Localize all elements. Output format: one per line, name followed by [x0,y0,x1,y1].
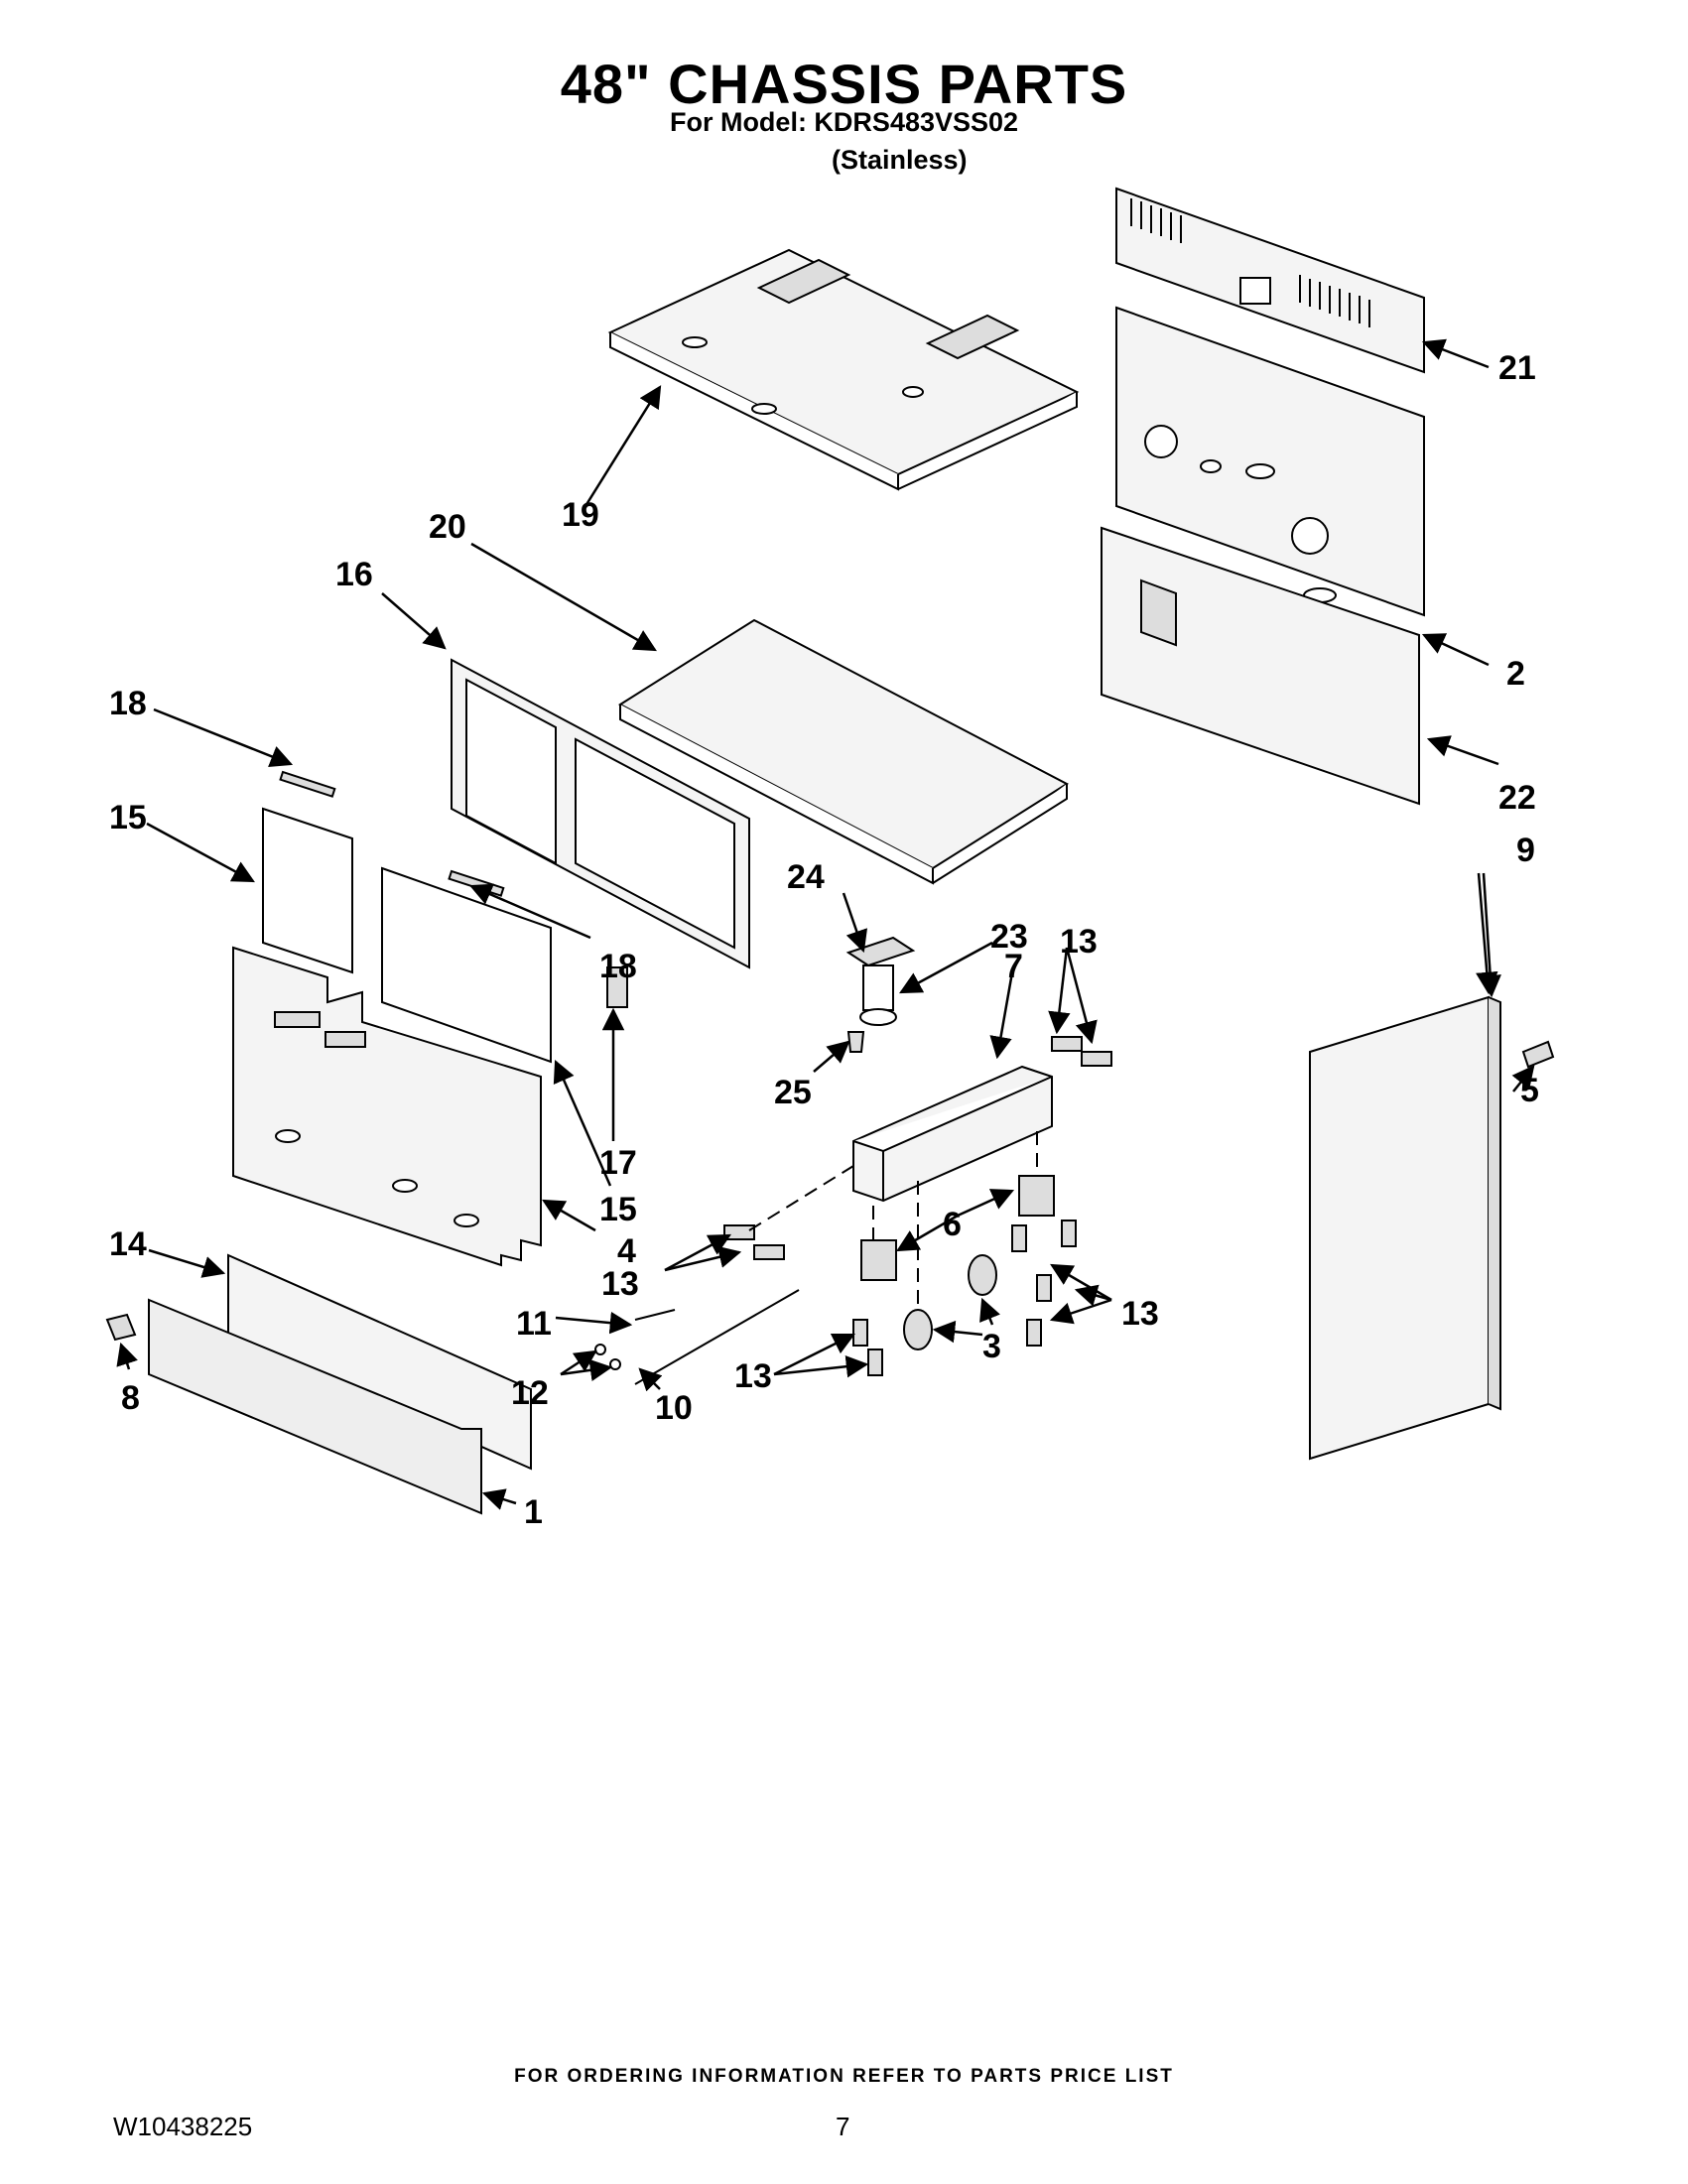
leader-arrows [116,338,1535,1510]
washers-part-12 [594,1344,621,1370]
callout-13c: 13 [1121,1295,1159,1333]
alignment-lines [748,1131,1038,1310]
callout-22: 22 [1498,779,1536,817]
document-number: W10438225 [113,2112,253,2141]
front-frame-part-16 [451,658,750,969]
callout-13a: 13 [1060,923,1098,961]
callout-25: 25 [774,1074,812,1111]
page-title: 48" CHASSIS PARTS [560,53,1128,115]
bracket-part-17 [606,966,628,1008]
callout-11: 11 [516,1305,552,1343]
rod-part-10 [634,1289,800,1385]
bottom-panel-part-20 [617,618,1070,885]
callout-13b: 13 [601,1265,639,1303]
callout-12: 12 [511,1374,549,1412]
screw-part-25 [846,1031,865,1053]
callout-5: 5 [1520,1072,1539,1109]
toe-kick-part-14 [227,1253,532,1471]
callout-16: 16 [335,556,373,593]
vent-slots [1130,198,1370,327]
gaskets-part-15 [262,807,552,1064]
callout-2: 2 [1506,655,1525,693]
leg-assembly-part-23-24 [845,936,916,1026]
model-line: For Model: KDRS483VSS02 [669,107,1019,137]
callout-13d: 13 [734,1357,772,1395]
ordering-info: FOR ORDERING INFORMATION REFER TO PARTS … [514,2066,1174,2087]
callout-24: 24 [787,858,825,896]
callout-3: 3 [982,1328,1001,1365]
front-panel-part-4 [232,946,542,1267]
callout-8: 8 [121,1379,140,1417]
screw-part-8 [105,1313,137,1342]
finish-line: (Stainless) [832,145,968,175]
callout-23: 23 [990,918,1028,956]
page-number: 7 [836,2112,850,2141]
callout-21: 21 [1498,349,1536,387]
leveler-part-6 [860,1175,1055,1281]
rear-panel-part-2 [1115,306,1425,617]
callout-10: 10 [655,1389,693,1427]
side-panel-part-9 [1309,995,1501,1461]
lower-rear-panel-part-22 [1101,526,1420,806]
screw-part-5 [1521,1040,1555,1069]
wheels-part-3 [903,1254,997,1350]
callout-20: 20 [429,508,466,546]
callout-15a: 15 [109,799,147,836]
callout-9: 9 [1516,832,1535,869]
callout-19: 19 [562,496,599,534]
callout-labels: 19 21 20 16 2 22 18 9 15 24 18 23 7 13 2… [109,349,1539,1531]
callout-7: 7 [1004,948,1023,985]
leveling-bracket-part-7 [852,1065,1053,1203]
rear-upper-panel-part-21 [1115,187,1425,374]
callout-1: 1 [524,1493,543,1531]
callout-17: 17 [599,1144,637,1182]
top-panel-part-19 [607,248,1080,491]
callout-18b: 18 [599,948,637,985]
callout-15b: 15 [599,1191,637,1228]
callout-18a: 18 [109,685,147,722]
callout-4: 4 [617,1232,636,1270]
toe-kick-panel-part-1 [148,1298,482,1515]
pin-part-11 [634,1309,676,1321]
callout-14: 14 [109,1225,147,1263]
callout-6: 6 [943,1206,962,1243]
